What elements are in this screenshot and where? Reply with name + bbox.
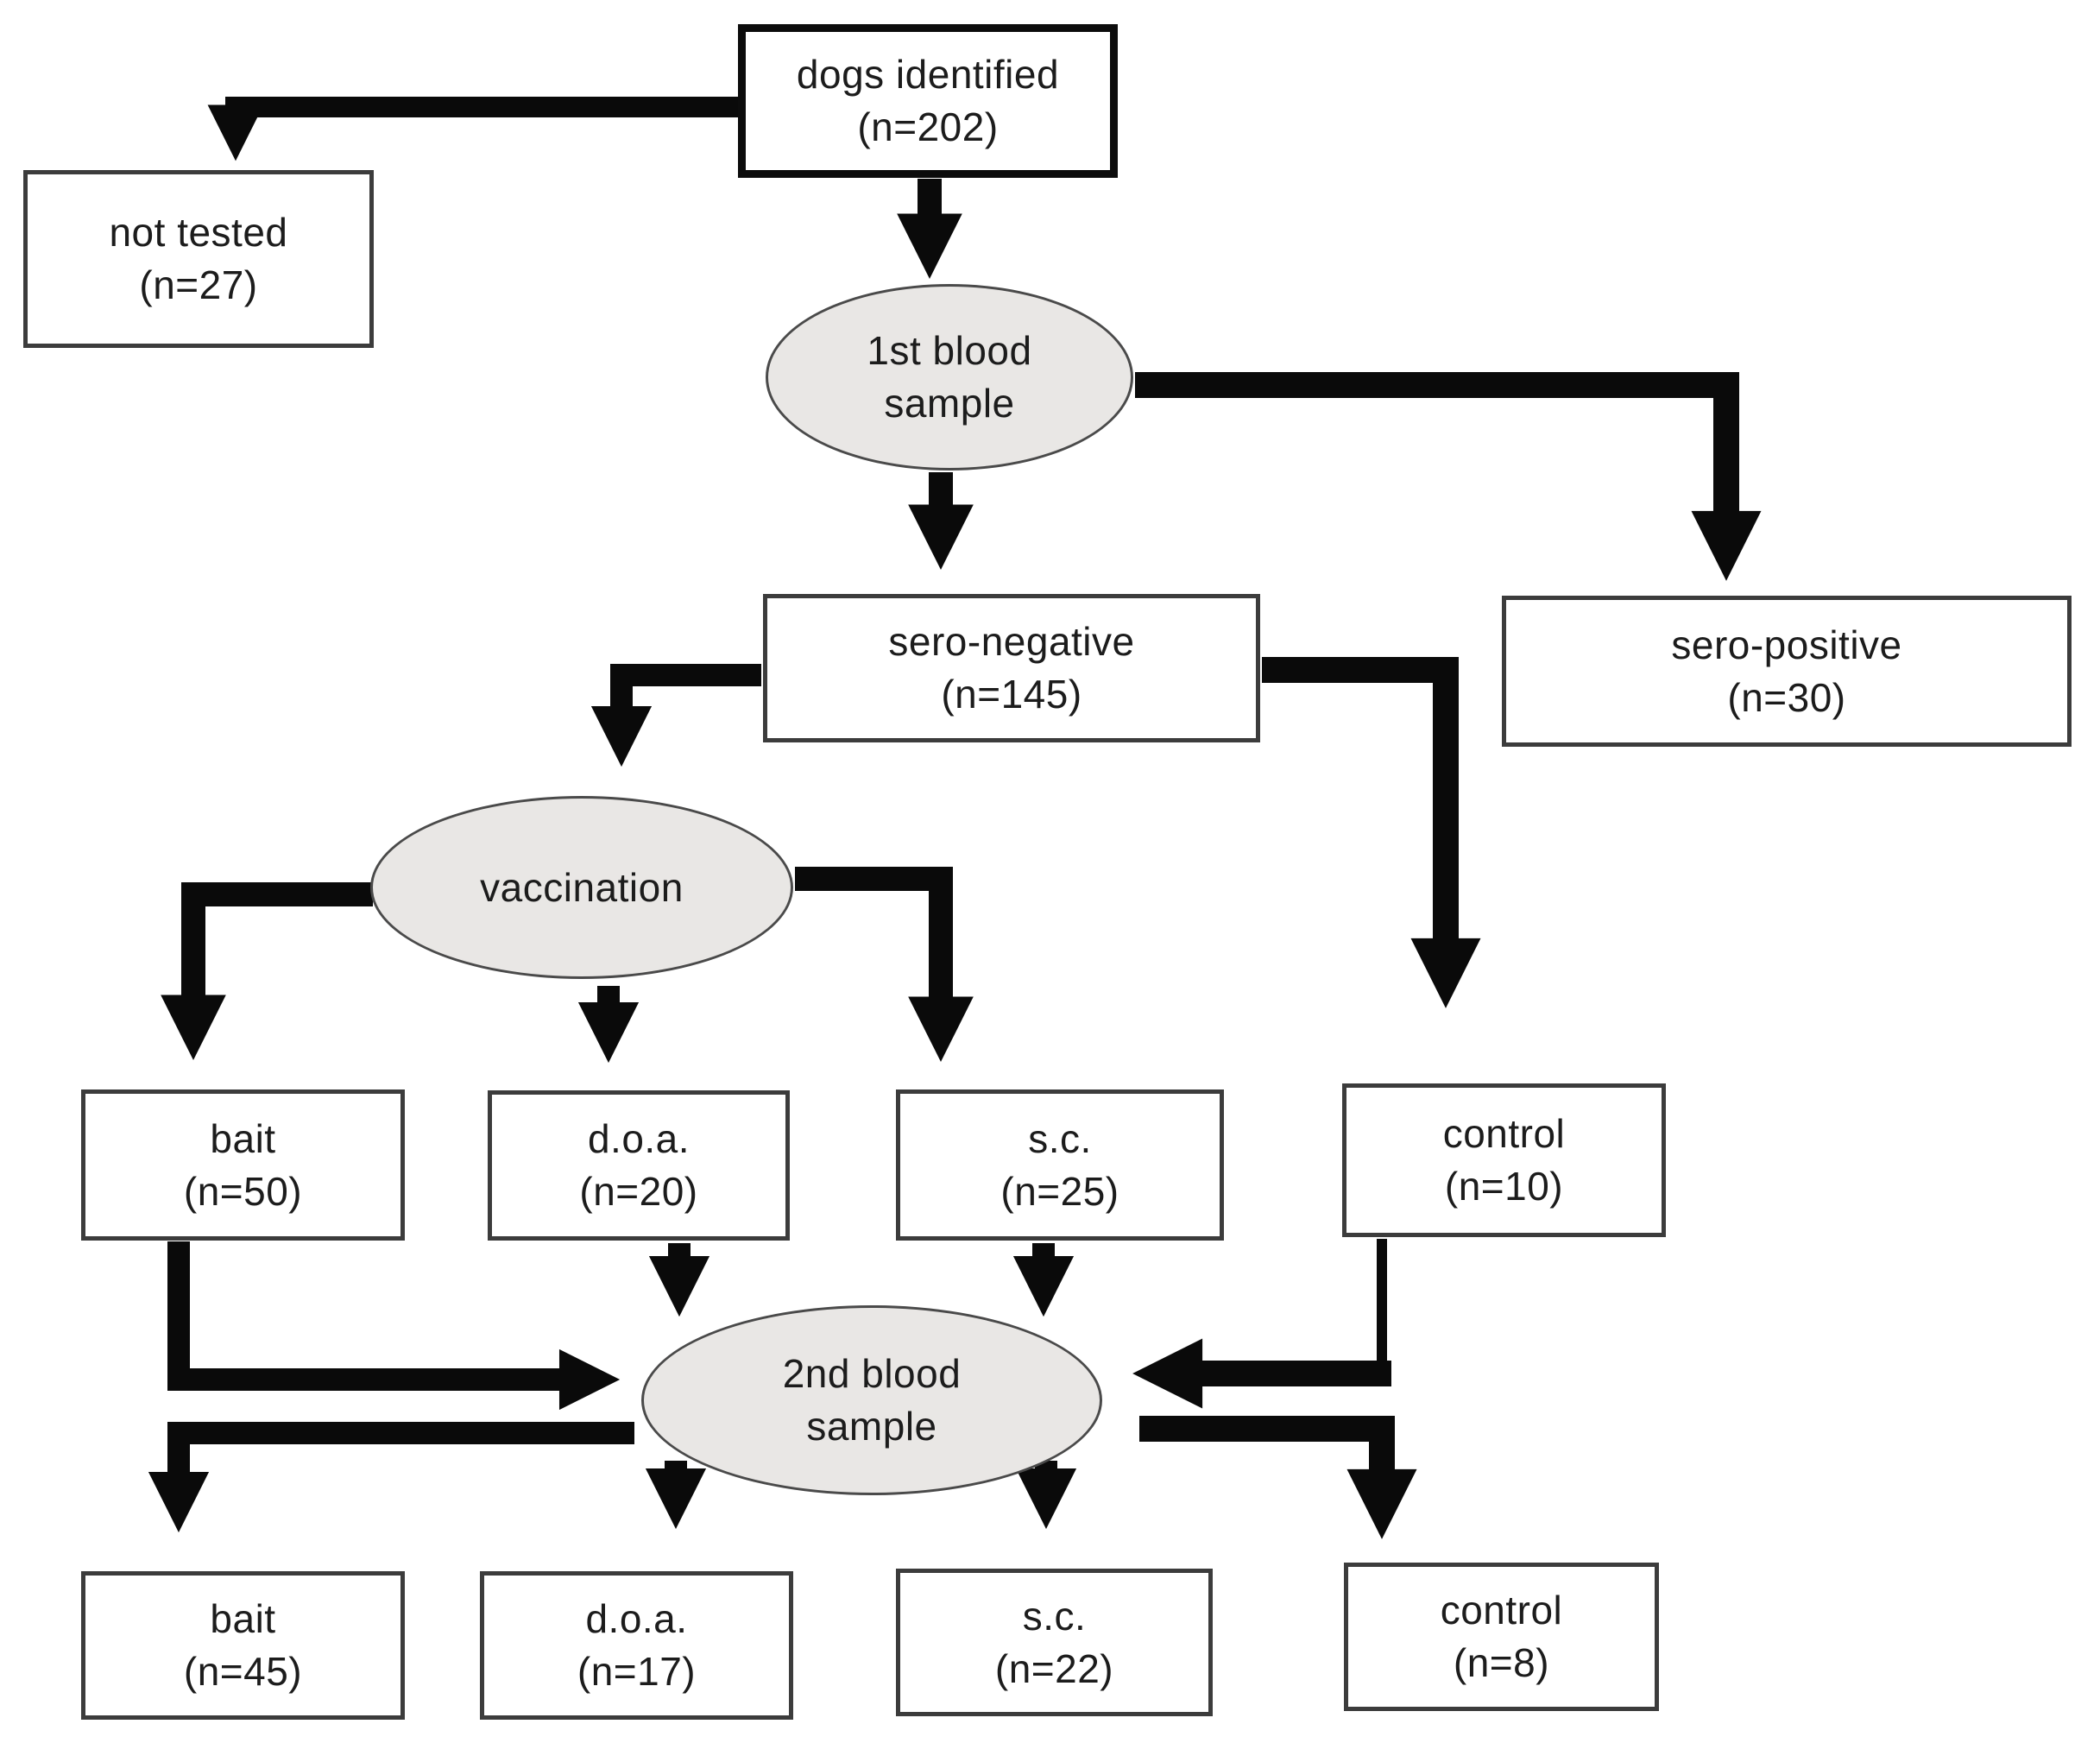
node-sero-positive: sero-positive (n=30) [1502,596,2072,747]
node-doa-17: d.o.a. (n=17) [480,1571,793,1720]
arrow-vaccination-to-sc-25 [795,867,974,1063]
node-not-tested: not tested (n=27) [23,170,374,348]
node-control-8: control (n=8) [1344,1563,1659,1711]
node-count: (n=22) [994,1645,1114,1691]
node-label: sample [806,1404,937,1449]
node-control-10: control (n=10) [1342,1083,1666,1237]
node-label: d.o.a. [585,1596,688,1642]
node-sc-25: s.c. (n=25) [896,1089,1224,1241]
node-label: 2nd blood [782,1351,962,1397]
node-count: (n=27) [139,262,258,307]
node-count: (n=145) [941,672,1082,717]
node-label: dogs identified [796,52,1060,98]
node-count: (n=10) [1444,1164,1564,1209]
node-count: (n=8) [1453,1640,1550,1685]
node-doa-20: d.o.a. (n=20) [488,1090,790,1241]
arrow-sero-negative-to-control-10 [1262,657,1481,1008]
node-label: sero-positive [1671,622,1902,667]
node-label: s.c. [1028,1115,1092,1161]
node-count: (n=25) [1000,1168,1119,1214]
arrow-dogs-to-not-tested [207,97,740,161]
node-count: (n=30) [1727,674,1846,720]
node-label: bait [210,1115,276,1161]
node-label: 1st blood [867,328,1032,374]
node-count: (n=17) [577,1649,697,1694]
node-label: control [1442,1111,1566,1157]
node-bait-45: bait (n=45) [81,1571,405,1720]
node-dogs-identified: dogs identified (n=202) [738,24,1118,178]
node-label: bait [210,1596,276,1642]
node-label: sero-negative [888,619,1135,665]
node-count: (n=50) [183,1168,303,1214]
node-sero-negative: sero-negative (n=145) [763,594,1260,742]
arrow-second-blood-to-bait-45 [148,1422,634,1533]
node-count: (n=202) [857,104,999,149]
node-label: not tested [109,210,288,256]
arrow-sero-negative-to-vaccination [590,664,761,767]
node-first-blood-sample: 1st blood sample [766,284,1133,470]
node-vaccination: vaccination [370,796,793,979]
node-second-blood-sample: 2nd blood sample [641,1305,1102,1495]
arrow-second-blood-to-control-8 [1139,1416,1417,1539]
arrow-first-blood-to-sero-positive [1135,372,1762,581]
node-label: control [1440,1588,1563,1633]
arrow-vaccination-to-bait-50 [161,882,373,1061]
node-bait-50: bait (n=50) [81,1089,405,1241]
node-label: d.o.a. [587,1116,691,1162]
node-label: sample [884,381,1015,426]
node-label: vaccination [480,864,684,910]
arrow-bait-50-to-second-blood [167,1241,621,1411]
node-count: (n=45) [183,1649,303,1694]
node-sc-22: s.c. (n=22) [896,1569,1213,1716]
node-count: (n=20) [579,1169,698,1214]
node-label: s.c. [1022,1593,1087,1639]
